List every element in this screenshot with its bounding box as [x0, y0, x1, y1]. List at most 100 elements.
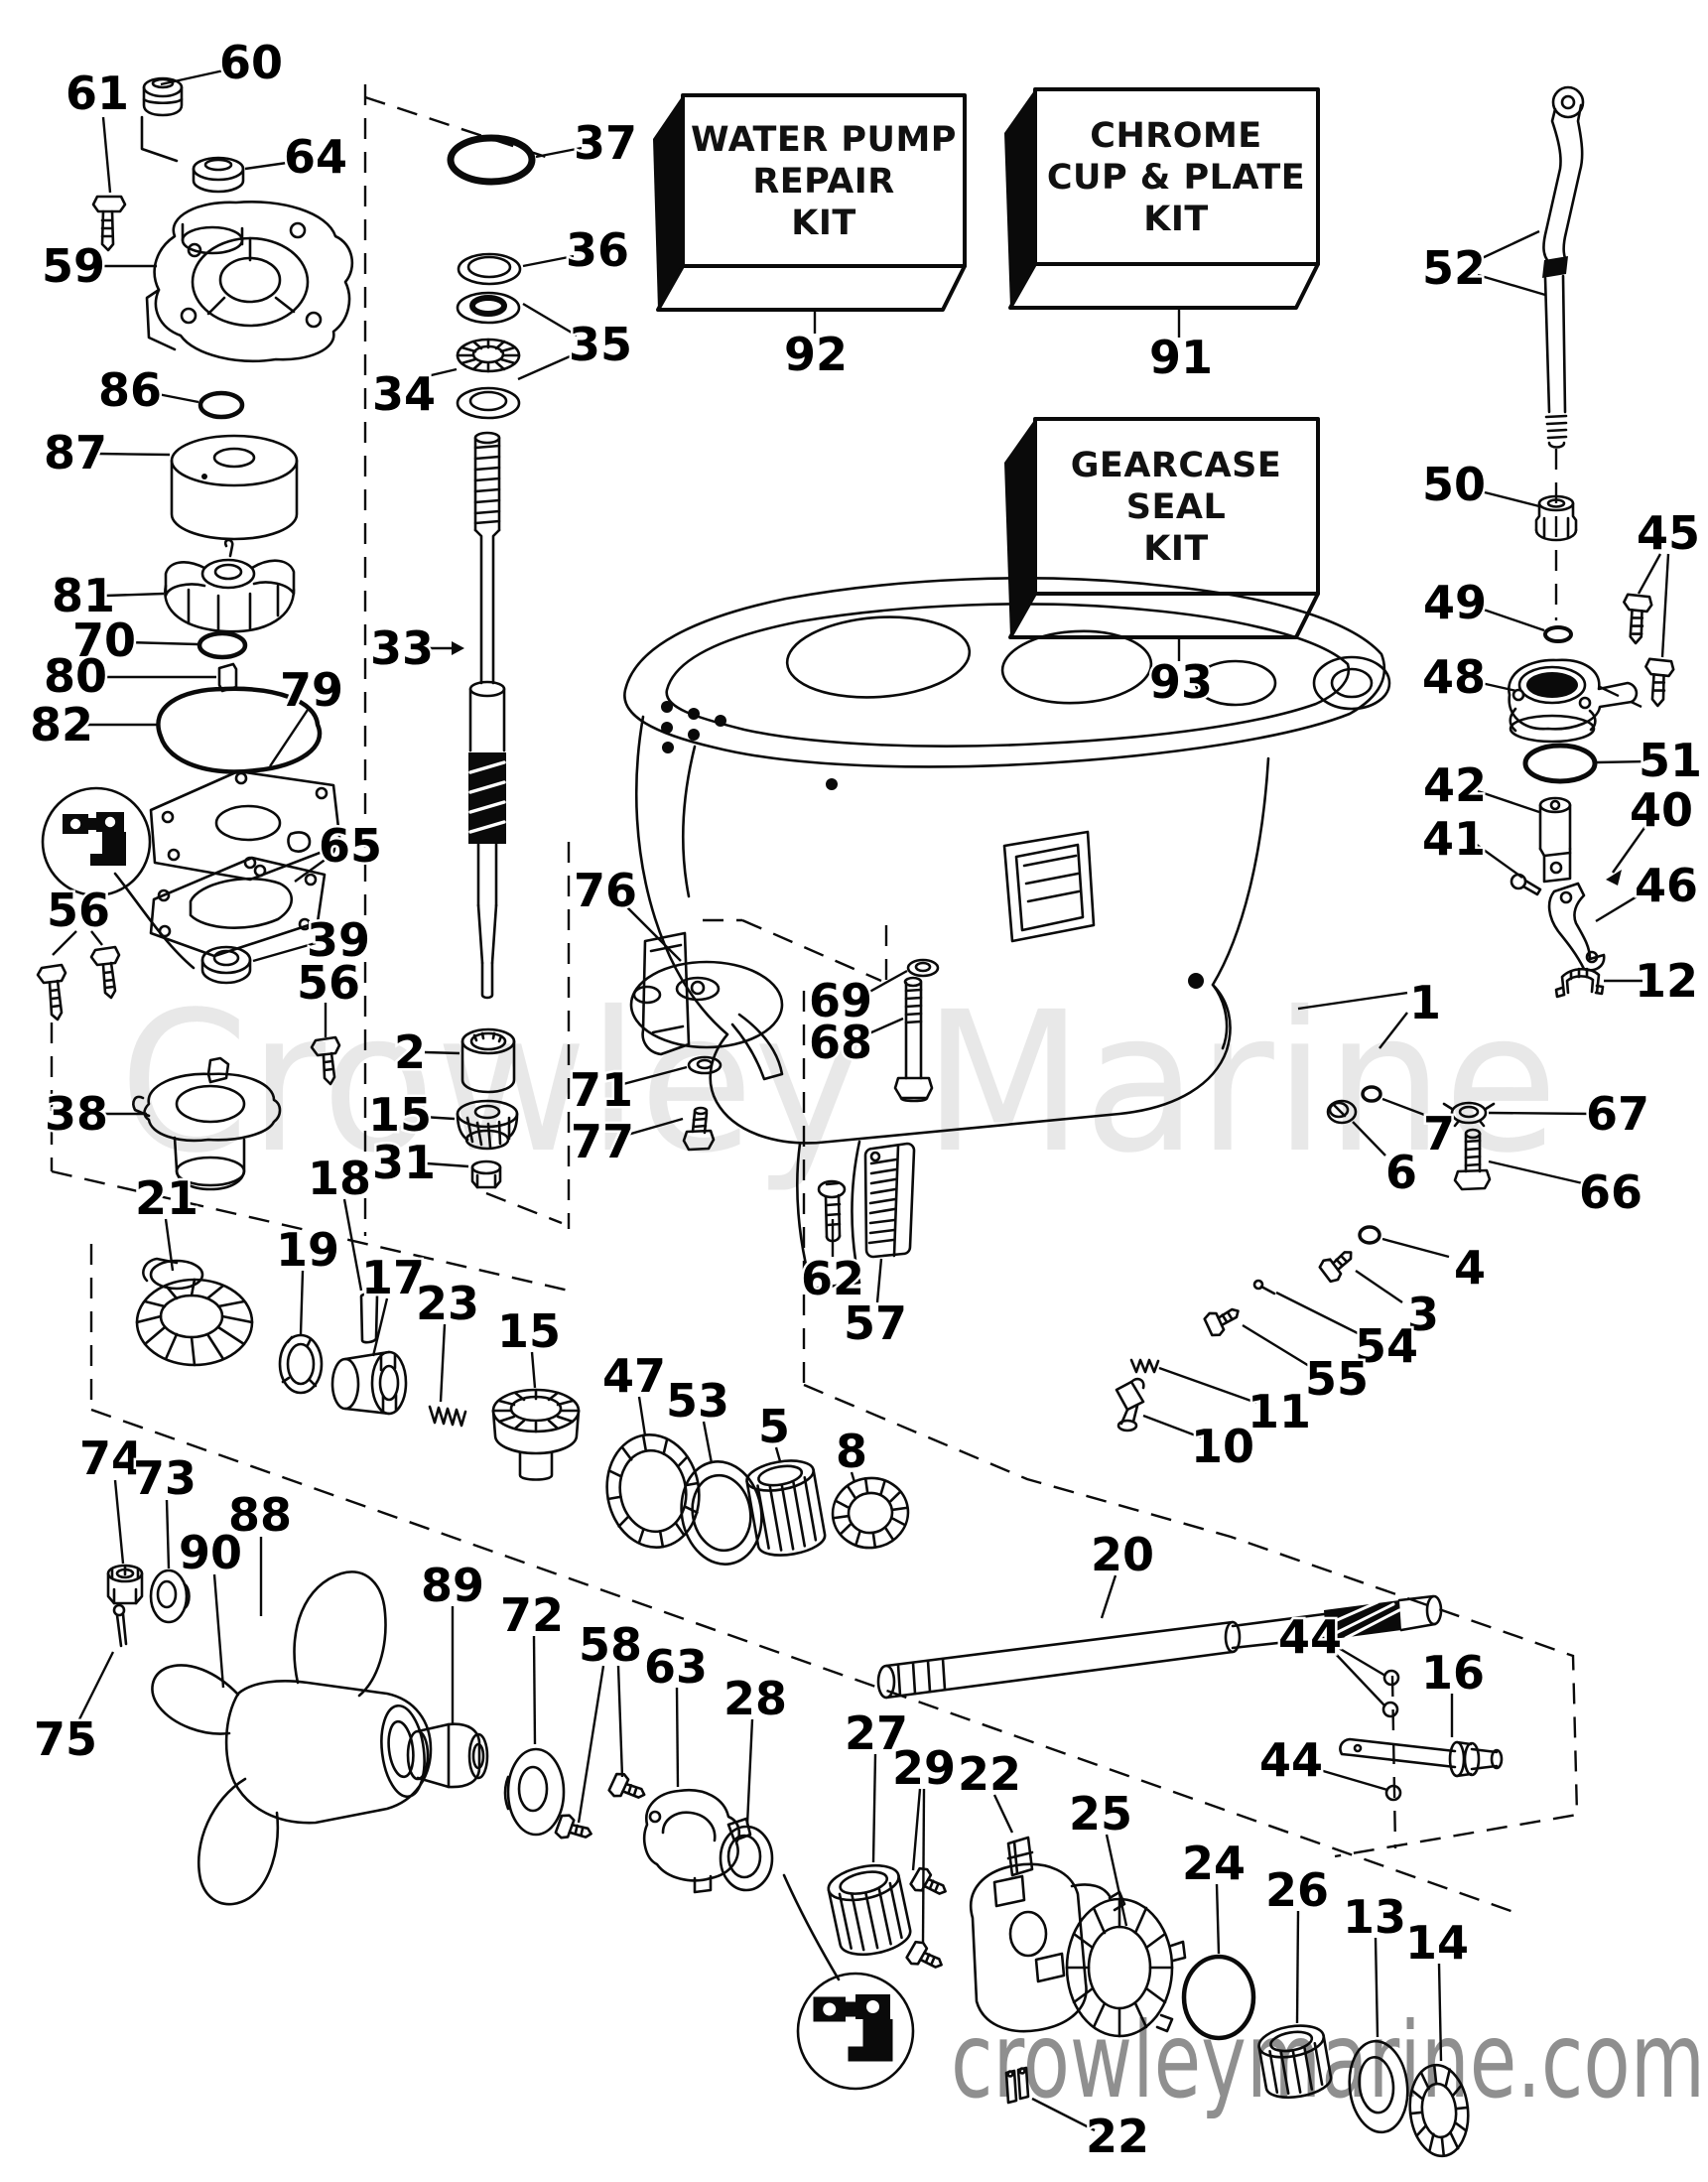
propeller-group [106, 1564, 1470, 2158]
part-callout-74: 74 [79, 1432, 143, 1485]
screw-55 [1202, 1300, 1246, 1339]
screw-56-c [310, 1035, 341, 1086]
leader-line-8 [850, 1471, 856, 1483]
leader-line-66 [1488, 1159, 1588, 1186]
shift-housing-48 [1508, 658, 1639, 744]
leader-line-34 [422, 367, 458, 379]
screw-56-b [89, 945, 121, 1000]
propeller-88 [151, 1570, 433, 1906]
dashed-alignment-lines [50, 84, 1642, 1915]
leader-line-49 [1477, 606, 1545, 632]
pinion-bearing-2 [460, 1027, 516, 1094]
spacer-73 [149, 1568, 191, 1624]
leader-line-22 [1031, 2097, 1096, 2132]
leader-line-87 [97, 452, 171, 457]
drain-plug-6 [1326, 1099, 1358, 1125]
leader-line-51 [1596, 759, 1648, 764]
bolt-45-b [1644, 657, 1675, 708]
needle-bearing-27 [827, 1863, 912, 1957]
water-pump-housing-59 [145, 201, 354, 363]
part-callout-60: 60 [219, 36, 283, 89]
leader-line-23 [439, 1323, 447, 1403]
kit-91-line2: CUP & PLATE [1047, 158, 1305, 198]
clip-detail-icon [61, 810, 128, 868]
washer-69 [906, 958, 940, 978]
kit-93-line1: GEARCASE [1071, 446, 1282, 485]
part-callout-53: 53 [666, 1374, 729, 1428]
leader-line-65 [294, 855, 331, 883]
seal-ring-82 [156, 686, 323, 774]
part-callout-68: 68 [809, 1016, 872, 1069]
leader-line-14 [1437, 1963, 1443, 2062]
bolt-45-a [1623, 593, 1653, 645]
leader-line-47 [637, 1396, 647, 1436]
leader-line-39 [252, 941, 317, 963]
clutch-dog-17 [330, 1350, 408, 1416]
leader-line-86 [152, 391, 199, 404]
part-callout-61: 61 [66, 67, 129, 120]
driveshaft-column [447, 134, 536, 1189]
washer-72 [503, 1747, 566, 1837]
leader-line-36 [522, 254, 575, 268]
leader-line-77 [623, 1117, 684, 1138]
leader-line-52 [1477, 229, 1540, 262]
water-screen-57 [863, 1142, 916, 1259]
part-callout-44: 44 [1278, 1610, 1342, 1664]
part-callout-35: 35 [569, 318, 632, 371]
kit-92-line2: REPAIR [752, 162, 894, 202]
part-callout-26: 26 [1265, 1863, 1329, 1917]
screw-29-b [903, 1938, 948, 1978]
screw-3 [1316, 1243, 1361, 1286]
leader-line-67 [1488, 1111, 1594, 1116]
shim-53 [680, 1460, 763, 1566]
screw-58-a [553, 1811, 596, 1848]
leader-line-79 [269, 709, 309, 767]
part-callout-6: 6 [1385, 1146, 1417, 1199]
part-callout-31: 31 [372, 1136, 436, 1189]
leader-line-15 [422, 1115, 456, 1121]
part-callout-1: 1 [1409, 976, 1441, 1029]
o-ring-70 [197, 630, 248, 660]
leader-line-45 [1637, 553, 1662, 595]
part-callout-81: 81 [52, 569, 115, 622]
leader-line-37 [535, 146, 583, 159]
leader-line-48 [1476, 680, 1517, 693]
shift-plunger-16 [1339, 1737, 1504, 1778]
part-callout-22: 22 [1086, 2110, 1149, 2163]
screw-58-b [606, 1770, 650, 1809]
washer-13 [1348, 2039, 1409, 2134]
kit-91-line3: KIT [1143, 200, 1209, 239]
part-callout-67: 67 [1586, 1087, 1649, 1141]
leader-line-53 [702, 1421, 714, 1464]
part-callout-33: 33 [370, 621, 434, 675]
part-callout-42: 42 [1423, 758, 1487, 812]
part-callout-63: 63 [644, 1640, 708, 1694]
part-callout-89: 89 [421, 1559, 484, 1612]
bearing-carrier-25 [970, 1862, 1187, 2038]
leader-line-60 [160, 68, 229, 86]
part-callout-48: 48 [1422, 650, 1486, 704]
part-callout-77: 77 [571, 1115, 634, 1168]
kit-box-91: CHROME CUP & PLATE KIT [1004, 87, 1320, 310]
vent-window [1002, 830, 1096, 943]
gasket-65 [149, 856, 327, 958]
part-callout-36: 36 [566, 223, 629, 277]
fitting-10 [1115, 1377, 1145, 1432]
part-callout-51: 51 [1639, 734, 1702, 787]
kit-box-92: WATER PUMP REPAIR KIT [653, 93, 967, 312]
washer-35a [456, 291, 521, 325]
leader-line-27 [871, 1753, 877, 1863]
leader-line-29 [921, 1788, 926, 1945]
leader-line-74 [113, 1479, 125, 1565]
part-callout-50: 50 [1422, 458, 1486, 511]
part-callout-17: 17 [361, 1251, 425, 1304]
plate-79 [149, 769, 342, 882]
leader-line-22 [992, 1794, 1014, 1834]
part-callout-34: 34 [372, 367, 436, 421]
pinion-nut-31 [470, 1159, 502, 1189]
leader-line-21 [164, 1218, 175, 1272]
part-callout-86: 86 [98, 363, 162, 417]
leader-line-17 [371, 1297, 389, 1357]
leader-line-61 [101, 116, 112, 194]
